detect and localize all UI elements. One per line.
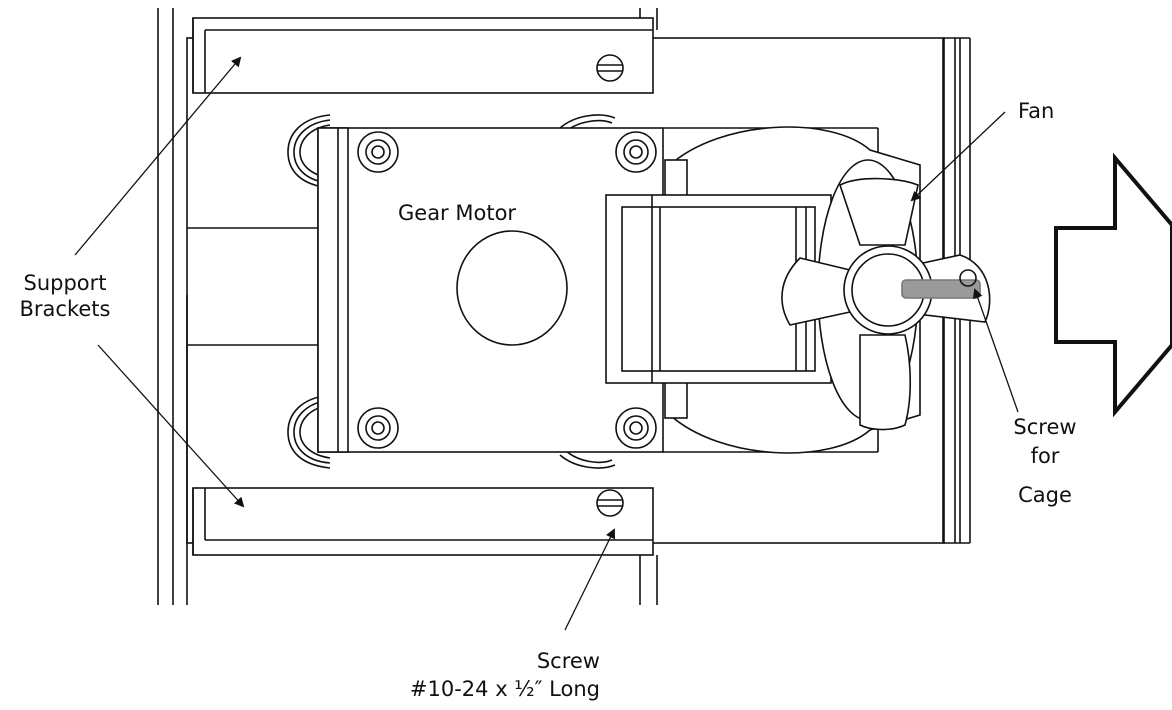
label-gear-motor: Gear Motor — [398, 201, 517, 225]
label-support-brackets-line2: Brackets — [19, 297, 111, 321]
leader-bracket-top — [74, 56, 242, 256]
leader-fan — [910, 111, 1006, 202]
grommet-bottom-left — [287, 394, 331, 469]
leader-bracket-bottom — [97, 344, 245, 508]
leader-bracket-screw — [564, 528, 615, 631]
gear-motor-body — [317, 127, 879, 453]
label-bracket-screw-line2: #10-24 x ½″ Long — [409, 677, 600, 701]
support-bracket-bottom — [192, 487, 654, 556]
cage-screw — [901, 269, 981, 299]
fan-blades — [781, 159, 991, 431]
leader-cage-screw — [972, 288, 1019, 413]
motor-bolt-top-right — [615, 131, 657, 173]
label-bracket-screw-line1: Screw — [536, 649, 600, 673]
label-support-brackets-line1: Support — [23, 271, 107, 295]
grommet-top-left — [287, 114, 331, 189]
label-screw-for-cage-line3: Cage — [1018, 483, 1072, 507]
label-screw-for-cage-line2: for — [1030, 444, 1060, 468]
leader-lines — [74, 56, 1019, 631]
label-screw-for-cage-line1: Screw — [1013, 415, 1077, 439]
motor-bolt-bottom-right — [615, 407, 657, 449]
support-bracket-top — [192, 17, 654, 94]
motor-bolt-bottom-left — [357, 407, 399, 449]
direction-arrow — [1054, 152, 1172, 418]
label-fan: Fan — [1018, 99, 1055, 123]
motor-bolt-top-left — [357, 131, 399, 173]
